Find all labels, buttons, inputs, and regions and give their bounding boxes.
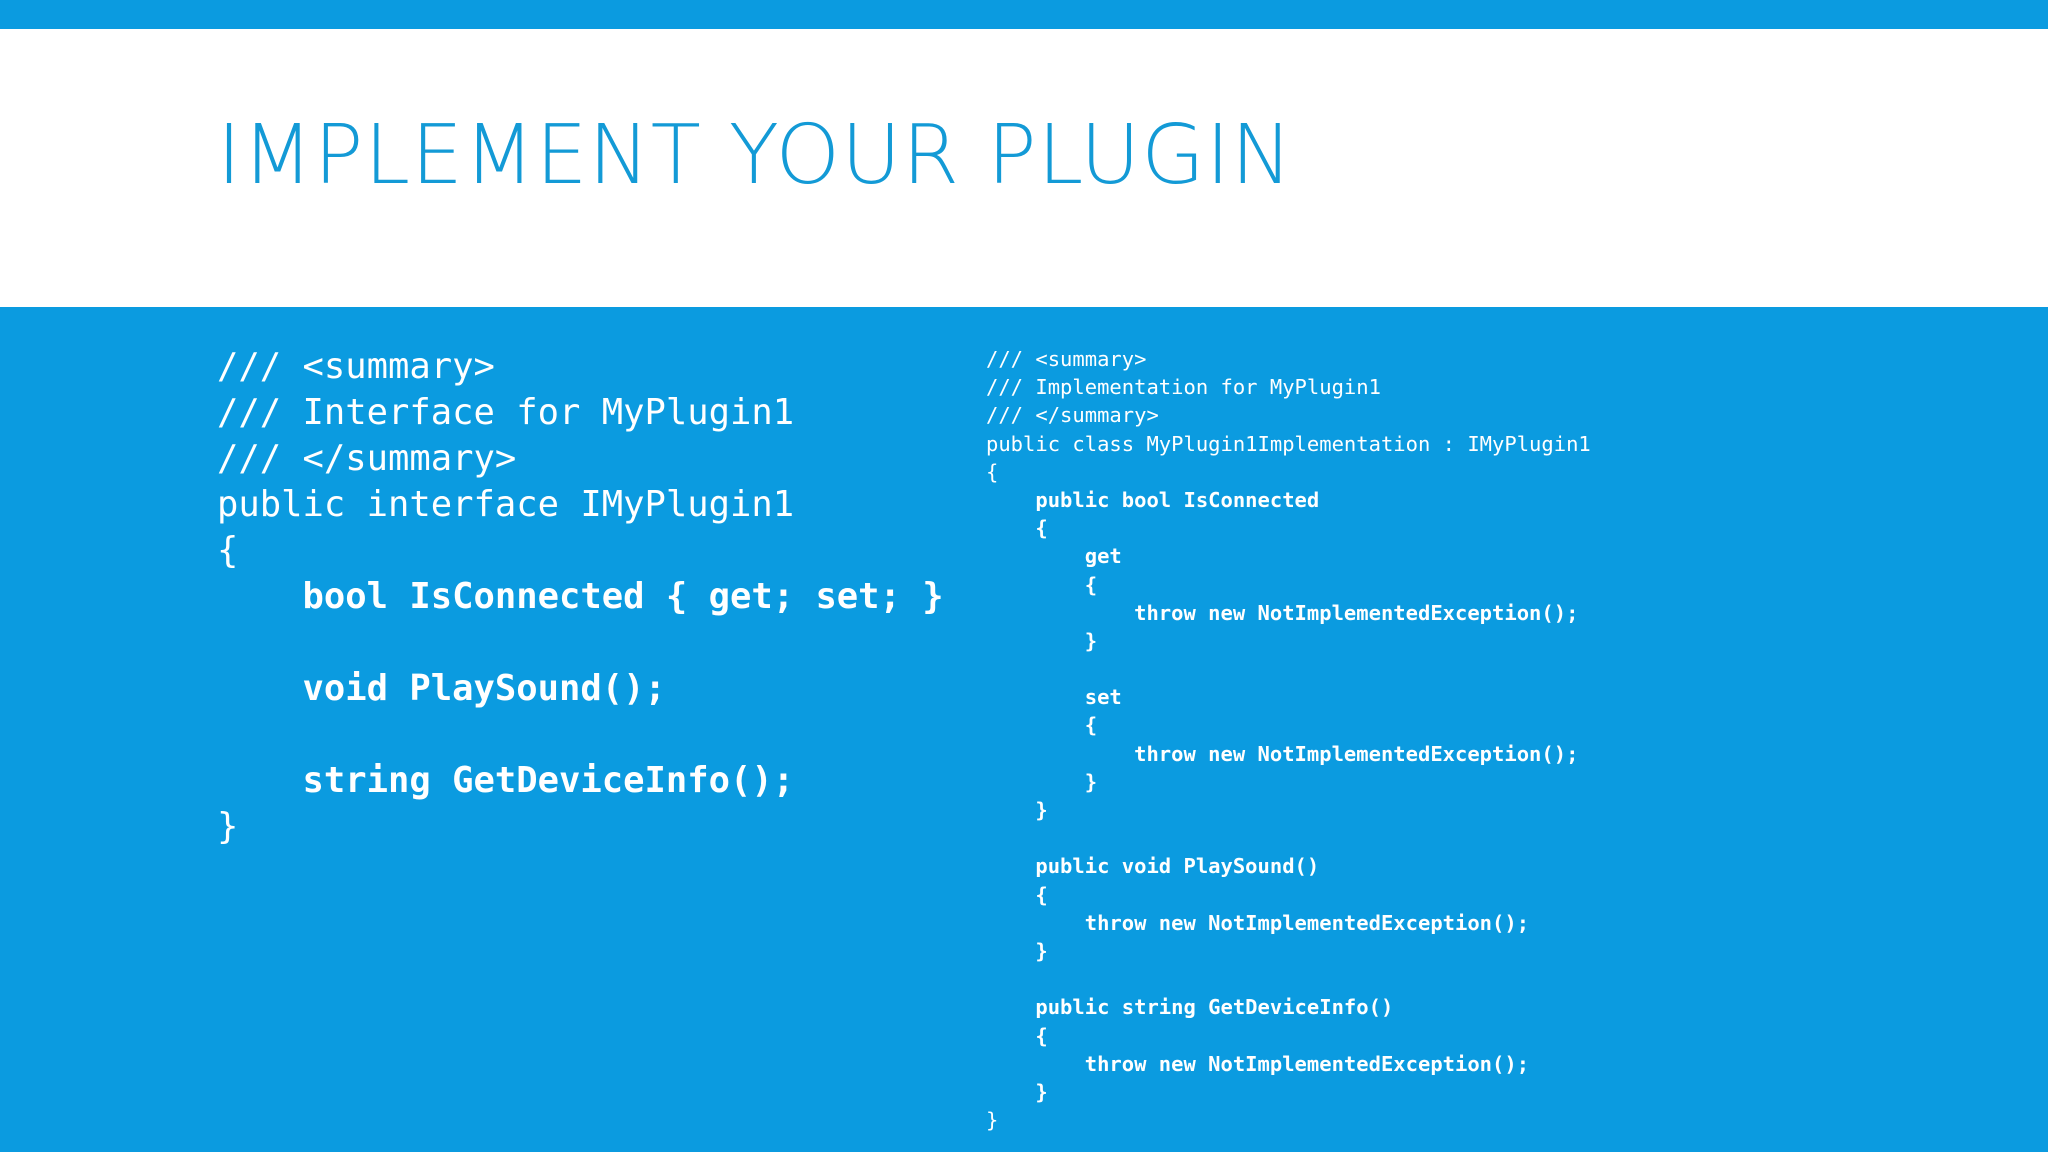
interface-code-line: } bbox=[217, 806, 239, 847]
implementation-code-line: } bbox=[986, 798, 1048, 822]
title-panel bbox=[0, 29, 2048, 307]
implementation-code-line: { bbox=[986, 1023, 1048, 1048]
top-accent-bar bbox=[0, 0, 2048, 29]
implementation-code-line: /// </summary> bbox=[986, 403, 1159, 428]
implementation-code-line: } bbox=[986, 1079, 1048, 1104]
implementation-code-line: /// Implementation for MyPlugin1 bbox=[986, 375, 1381, 400]
implementation-code-line: throw new NotImplementedException(); bbox=[986, 741, 1579, 766]
interface-code-line: /// </summary> bbox=[217, 438, 517, 479]
interface-code-line bbox=[217, 712, 944, 758]
code-panel bbox=[0, 307, 2048, 1152]
implementation-code-line: public class MyPlugin1Implementation : I… bbox=[986, 431, 1591, 456]
interface-code-line: /// Interface for MyPlugin1 bbox=[217, 392, 795, 433]
interface-code-block: /// <summary> /// Interface for MyPlugin1… bbox=[217, 344, 944, 850]
implementation-code-line: { bbox=[986, 459, 999, 484]
implementation-code-line: throw new NotImplementedException(); bbox=[986, 910, 1530, 935]
interface-code-line bbox=[217, 620, 944, 666]
implementation-code-line: public void PlaySound() bbox=[986, 854, 1320, 879]
implementation-code-line: } bbox=[986, 628, 1098, 653]
implementation-code-line: { bbox=[986, 713, 1098, 738]
interface-code-line: void PlaySound(); bbox=[217, 668, 666, 709]
interface-code-line: public interface IMyPlugin1 bbox=[217, 484, 795, 525]
implementation-code-line: { bbox=[986, 516, 1048, 541]
implementation-code-line bbox=[986, 655, 1591, 683]
interface-code-line: string GetDeviceInfo(); bbox=[217, 760, 795, 801]
implementation-code-line: } bbox=[986, 769, 1098, 794]
implementation-code-line: } bbox=[986, 1108, 999, 1133]
implementation-code-line: get bbox=[986, 544, 1122, 569]
interface-code-line: bool IsConnected { get; set; } bbox=[217, 576, 944, 617]
implementation-code-line bbox=[986, 824, 1591, 852]
slide-title: IMPLEMENT YOUR PLUGIN bbox=[217, 108, 1294, 203]
interface-code-line: { bbox=[217, 530, 239, 571]
implementation-code-line bbox=[986, 965, 1591, 993]
implementation-code-block: /// <summary> /// Implementation for MyPl… bbox=[986, 345, 1591, 1134]
implementation-code-line: /// <summary> bbox=[986, 347, 1147, 371]
implementation-code-line: set bbox=[986, 685, 1122, 710]
implementation-code-line: public bool IsConnected bbox=[986, 487, 1320, 512]
implementation-code-line: throw new NotImplementedException(); bbox=[986, 1051, 1530, 1076]
implementation-code-line: } bbox=[986, 938, 1048, 963]
implementation-code-line: public string GetDeviceInfo() bbox=[986, 995, 1394, 1020]
implementation-code-line: { bbox=[986, 572, 1098, 597]
interface-code-line: /// <summary> bbox=[217, 346, 495, 387]
implementation-code-line: { bbox=[986, 882, 1048, 907]
implementation-code-line: throw new NotImplementedException(); bbox=[986, 600, 1579, 625]
